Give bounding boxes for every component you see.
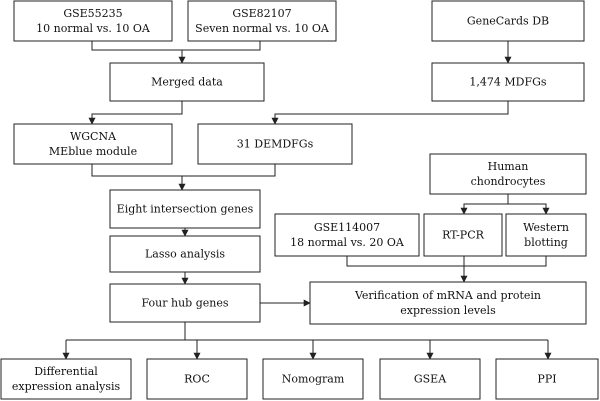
node-lasso-box xyxy=(109,235,261,273)
edge-mdfgs-demdfgs xyxy=(271,101,509,125)
node-roc-box xyxy=(146,358,248,400)
node-mdfgs-label-0: 1,474 MDFGs xyxy=(469,76,546,89)
node-verification-box xyxy=(309,281,587,325)
node-diffexpr: Differential expression analysis xyxy=(0,358,132,400)
node-lasso: Lasso analysis xyxy=(109,235,261,273)
node-gse114007: GSE114007 18 normal vs. 20 OA xyxy=(274,213,420,257)
node-merged-box xyxy=(109,62,265,102)
node-verification-label-0: Verification of mRNA and protein xyxy=(354,289,541,302)
node-demdfgs: 31 DEMDFGs xyxy=(197,123,353,165)
node-hub: Four hub genes xyxy=(109,283,261,323)
edge-gse114007-bus xyxy=(346,256,464,267)
node-merged: Merged data xyxy=(109,62,265,102)
edges-layer xyxy=(62,41,552,360)
node-gse55235-label-0: GSE55235 xyxy=(63,7,122,20)
node-genecards-box xyxy=(431,0,585,42)
node-demdfgs-box xyxy=(197,123,353,165)
node-gse55235-box xyxy=(13,0,173,42)
node-ppi-box xyxy=(495,358,599,400)
node-ppi-label-0: PPI xyxy=(537,373,556,386)
node-gse55235-label-1: 10 normal vs. 10 OA xyxy=(36,22,151,35)
edge-chondro-western xyxy=(508,203,550,215)
node-gse114007-box xyxy=(274,213,420,257)
node-diffexpr-box xyxy=(0,358,132,400)
node-gsea-box xyxy=(379,358,481,400)
node-chondrocytes-box xyxy=(429,153,587,195)
edge-chondro-split xyxy=(460,194,509,215)
node-mdfgs-box xyxy=(431,62,585,102)
node-gsea-label-0: GSEA xyxy=(414,373,447,386)
edge-demdfgs-merge xyxy=(182,164,276,177)
node-rtpcr-label-0: RT-PCR xyxy=(442,229,485,242)
node-ppi: PPI xyxy=(495,358,599,400)
node-chondrocytes-label-0: Human xyxy=(488,160,529,173)
node-roc-label-0: ROC xyxy=(184,373,210,386)
node-western-label-1: blotting xyxy=(524,236,568,249)
node-chondrocytes-label-1: chondrocytes xyxy=(471,175,546,188)
node-wgcna-label-0: WGCNA xyxy=(70,130,117,143)
node-western: Western blotting xyxy=(505,213,587,257)
node-gse82107-box xyxy=(187,0,337,42)
node-diffexpr-label-0: Differential xyxy=(34,365,98,378)
node-western-label-0: Western xyxy=(523,221,569,234)
node-genecards-label-0: GeneCards DB xyxy=(467,15,549,28)
node-demdfgs-label-0: 31 DEMDFGs xyxy=(237,138,314,151)
node-gse82107-label-0: GSE82107 xyxy=(232,7,291,20)
node-gse82107-label-1: Seven normal vs. 10 OA xyxy=(195,22,330,35)
node-wgcna-box xyxy=(13,123,173,165)
edge-merged-split xyxy=(88,101,183,125)
node-gse55235: GSE55235 10 normal vs. 10 OA xyxy=(13,0,173,42)
edge-gse82107-merged xyxy=(182,41,261,51)
node-diffexpr-label-1: expression analysis xyxy=(12,380,121,393)
node-nomogram-label-0: Nomogram xyxy=(282,373,345,386)
edge-western-bus xyxy=(464,256,547,267)
node-roc: ROC xyxy=(146,358,248,400)
node-gse114007-label-0: GSE114007 xyxy=(314,221,380,234)
node-wgcna-label-1: MEblue module xyxy=(49,145,137,158)
node-intersection-label-0: Eight intersection genes xyxy=(117,203,254,216)
node-nomogram-box xyxy=(262,358,364,400)
node-intersection-box xyxy=(109,189,261,229)
edge-wgcna-merge xyxy=(91,164,182,177)
node-genecards: GeneCards DB xyxy=(431,0,585,42)
node-hub-label-0: Four hub genes xyxy=(142,297,229,310)
node-mdfgs: 1,474 MDFGs xyxy=(431,62,585,102)
edge-gse55235-merged xyxy=(91,41,186,64)
node-nomogram: Nomogram xyxy=(262,358,364,400)
node-lasso-label-0: Lasso analysis xyxy=(145,248,225,261)
node-wgcna: WGCNA MEblue module xyxy=(13,123,173,165)
node-western-box xyxy=(505,213,587,257)
node-hub-box xyxy=(109,283,261,323)
node-gse114007-label-1: 18 normal vs. 20 OA xyxy=(290,236,405,249)
node-chondrocytes: Human chondrocytes xyxy=(429,153,587,195)
node-rtpcr-box xyxy=(423,213,503,257)
node-gsea: GSEA xyxy=(379,358,481,400)
node-rtpcr: RT-PCR xyxy=(423,213,503,257)
node-intersection: Eight intersection genes xyxy=(109,189,261,229)
node-merged-label-0: Merged data xyxy=(151,76,223,89)
node-verification: Verification of mRNA and protein expressi… xyxy=(309,281,587,325)
node-verification-label-1: expression levels xyxy=(400,304,496,317)
